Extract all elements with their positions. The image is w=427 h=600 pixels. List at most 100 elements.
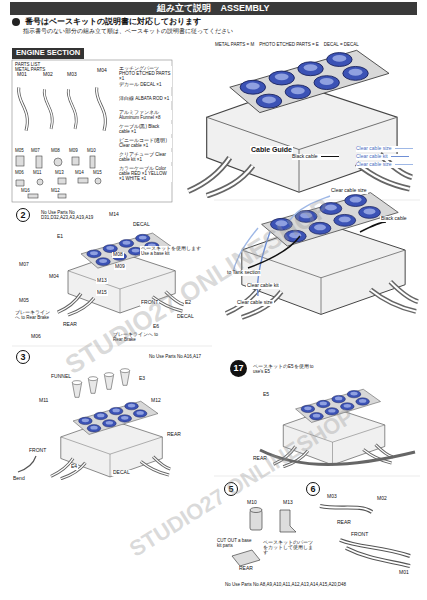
line-art [54, 158, 62, 166]
legend-row: Clear cable size [356, 146, 413, 152]
part-label: M08 [50, 148, 61, 153]
line-art [16, 180, 24, 186]
legend-text: Clear cable kit [356, 154, 388, 160]
line-art [28, 194, 38, 198]
part-label: E1 [56, 234, 64, 240]
legend-row: Black cable [292, 154, 339, 160]
part-label: 指示番号のない部分の組み立て順は、ベースキットの説明書に従ってください [22, 28, 234, 34]
part-label: M04 [48, 274, 60, 280]
legend-sample [391, 156, 409, 157]
part-label: M13 [96, 278, 108, 284]
part-label: METAL PARTS = M PHOTO ETCHED PARTS = E D… [214, 42, 360, 47]
line-art [320, 506, 372, 512]
part-label: REAR [62, 322, 78, 328]
part-label: M03 [326, 494, 338, 500]
line-art [320, 506, 372, 512]
part-label: M08 [112, 252, 124, 258]
legend-row: Clear cable kit [356, 154, 409, 160]
section-title: ENGINE SECTION [16, 49, 80, 58]
line-art [36, 156, 42, 168]
part-label: Bend [12, 476, 26, 482]
line-art [88, 377, 97, 394]
part-label: M09 [114, 264, 126, 270]
line-art [37, 179, 43, 185]
part-label: CUT OUT a base kit parts [216, 538, 256, 548]
part-label: Clear cable size [330, 188, 368, 194]
line-art [16, 156, 24, 166]
part-label: M04 [96, 68, 108, 74]
part-label: M01 [16, 72, 28, 78]
part-label: No Use Parts No A8,A9,A10,A11,A12,A13,A1… [224, 582, 416, 587]
part-label: M15 [92, 170, 103, 175]
step-number-circle: 2 [16, 208, 30, 222]
part-label: Black cable [380, 216, 408, 222]
line-art [58, 178, 66, 184]
part-label: M10 [246, 500, 258, 506]
step-number-circle: 6 [306, 482, 320, 496]
part-label: エッチングパーツ PHOTO ETCHED PARTS ×1 [118, 66, 172, 82]
line-art [16, 156, 101, 198]
part-label: E5 [262, 392, 270, 398]
part-label: M02 [376, 496, 388, 502]
part-label: アルミファンネル Aluminum Funnel ×8 [118, 110, 172, 120]
part-label: M06 [30, 334, 42, 340]
line-art [72, 381, 81, 398]
line-art [19, 87, 28, 130]
part-label: デカール DECAL ×1 [118, 82, 172, 87]
part-label: M11 [38, 398, 49, 404]
line-art [44, 89, 52, 129]
line-art [232, 508, 296, 567]
part-label: M16 [20, 188, 31, 193]
part-label: Clear cable kit [246, 283, 280, 289]
part-label: M12 [150, 398, 162, 404]
line-art [58, 194, 66, 198]
section-tab: ENGINE SECTION [12, 48, 84, 59]
part-label: M09 [68, 148, 79, 153]
part-label: M11 [32, 170, 42, 175]
part-label: Cable Guide [250, 146, 293, 154]
line-art [18, 456, 36, 472]
part-label: M07 [18, 262, 30, 268]
part-label: ベースキットのE5を使用 to use's E5 [252, 364, 316, 374]
part-label: M07 [30, 148, 41, 153]
line-art [95, 178, 101, 184]
page-title: 組み立て説明 ASSEMBLY [10, 3, 417, 13]
line-art [97, 87, 106, 130]
legend-sample [321, 156, 339, 157]
part-label: E4 [70, 464, 78, 470]
part-label: M06 [14, 170, 25, 175]
line-art [320, 506, 410, 566]
part-label: FRONT [28, 448, 47, 454]
legend-text: Clear cable size [356, 146, 392, 152]
legend-sample [395, 148, 413, 149]
part-label: DECAL [112, 470, 131, 476]
panel-heading: PARTS LIST [15, 62, 45, 67]
part-label: M10 [86, 148, 97, 153]
part-label: REAR [336, 520, 352, 526]
step-number: 17 [233, 363, 243, 373]
part-label: No Use Parts No D31,D32,A23,A3,A19,A19 [40, 210, 106, 220]
line-art [68, 89, 76, 129]
part-label: ビニールコード(透明) Clear cable ×1 [118, 138, 172, 148]
line-art [346, 548, 410, 566]
part-label: M05 [14, 148, 25, 153]
part-label: カラーケーブル Color cable RED ×1 YELLOW ×1 WHI… [118, 166, 172, 182]
part-label: REAR [238, 566, 254, 572]
step-number-circle: 17 [230, 360, 247, 377]
part-label: ケーブル(黒) Black cable ×1 [118, 124, 172, 134]
line-art [12, 60, 172, 202]
bullet-dot [12, 18, 20, 26]
part-label: M14 [108, 212, 120, 218]
part-label: 洋白線 ALBATA ROD ×1 [118, 96, 172, 101]
line-art [346, 548, 410, 566]
line-art [280, 510, 296, 532]
line-art [120, 369, 129, 386]
line-art [72, 157, 79, 165]
part-label: ベースキットを使用します Use a base kit [140, 246, 204, 256]
line-art [188, 50, 412, 195]
legend-row: Clear cable size [356, 162, 413, 168]
part-label: ベースキットのパーツをカットして使用します [262, 540, 318, 556]
title-bar: 組み立て説明 ASSEMBLY [10, 2, 417, 15]
line-art [232, 550, 260, 566]
